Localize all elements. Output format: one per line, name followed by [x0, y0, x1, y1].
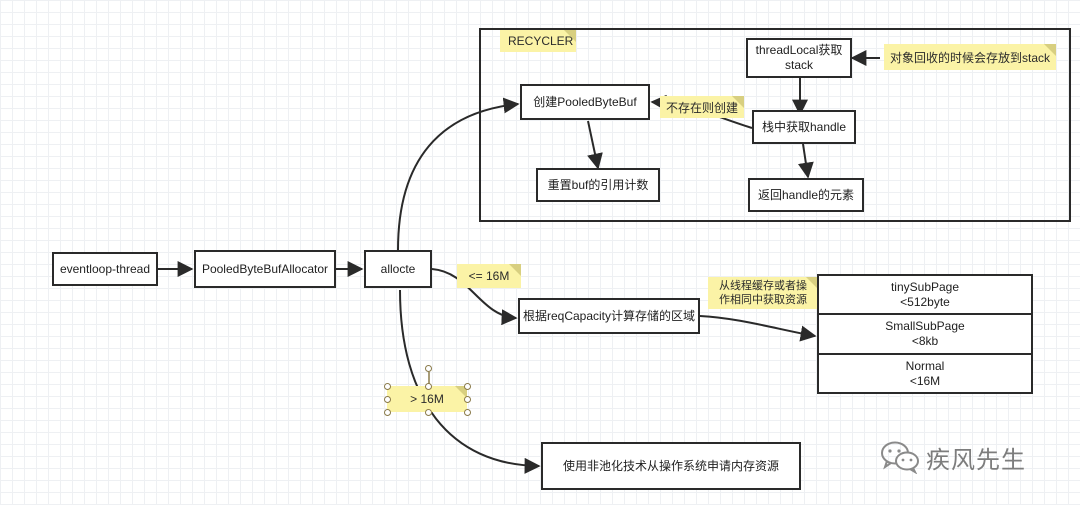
- recycler-title-note: RECYCLER: [500, 30, 576, 52]
- edge-allocte-to-compute: [431, 268, 518, 326]
- recycler-group: [479, 28, 1071, 222]
- note-thread-cache: 从线程缓存或者操 作相同中获取资源: [708, 277, 818, 309]
- watermark-text: 疾风先生: [926, 445, 1026, 474]
- wechat-icon: [881, 441, 919, 474]
- size-class-small-name: SmallSubPage: [885, 319, 965, 333]
- note-gt-16m[interactable]: > 16M: [387, 386, 467, 412]
- size-class-normal[interactable]: Normal<16M: [819, 355, 1031, 392]
- resize-handle-bl[interactable]: [384, 409, 391, 416]
- size-class-stack: tinySubPage<512byte SmallSubPage<8kb Nor…: [817, 274, 1033, 394]
- resize-handle-ml[interactable]: [384, 396, 391, 403]
- resize-handle-bm[interactable]: [425, 409, 432, 416]
- resize-handle-br[interactable]: [464, 409, 471, 416]
- resize-handle-tr[interactable]: [464, 383, 471, 390]
- edge-stackhandle-to-return: [797, 143, 814, 179]
- note-recycle-to-stack: 对象回收的时候会存放到stack: [884, 44, 1056, 70]
- rotate-handle[interactable]: [425, 365, 432, 372]
- resize-handle-mr[interactable]: [464, 396, 471, 403]
- edge-compute-to-sizeclasses: [699, 315, 817, 342]
- size-class-small-limit: <8kb: [911, 334, 939, 348]
- note-le-16m: <= 16M: [457, 264, 521, 288]
- node-pooledbytebufallocator[interactable]: PooledByteBufAllocator: [194, 250, 336, 288]
- size-class-tiny-name: tinySubPage: [890, 279, 960, 294]
- size-class-small[interactable]: SmallSubPage<8kb: [819, 315, 1031, 355]
- node-eventloop-thread[interactable]: eventloop-thread: [52, 252, 158, 286]
- node-unpooled-os-alloc[interactable]: 使用非池化技术从操作系统申请内存资源: [541, 442, 801, 490]
- node-allocte[interactable]: allocte: [364, 250, 432, 288]
- note-not-exist-create: 不存在则创建: [660, 96, 744, 118]
- resize-handle-tm[interactable]: [425, 383, 432, 390]
- node-return-handle-element[interactable]: 返回handle的元素: [748, 178, 864, 212]
- size-class-normal-name: Normal: [905, 358, 945, 373]
- node-create-pooledbytebuf[interactable]: 创建PooledByteBuf: [520, 84, 650, 120]
- node-stack-get-handle[interactable]: 栈中获取handle: [752, 110, 856, 144]
- edge-allocte-to-unpooled: [399, 289, 541, 474]
- node-reset-refcount[interactable]: 重置buf的引用计数: [536, 168, 660, 202]
- edge-allocte-to-create: [397, 97, 520, 251]
- size-class-tiny[interactable]: tinySubPage<512byte: [819, 276, 1031, 315]
- size-class-tiny-limit: <512byte: [900, 294, 950, 309]
- size-class-normal-limit: <16M: [909, 373, 941, 388]
- node-threadlocal-stack[interactable]: threadLocal获取 stack: [746, 38, 852, 78]
- node-compute-region[interactable]: 根据reqCapacity计算存储的区域: [518, 298, 700, 334]
- watermark: 疾风先生: [880, 437, 1026, 477]
- edge-create-to-reset: [587, 120, 603, 170]
- resize-handle-tl[interactable]: [384, 383, 391, 390]
